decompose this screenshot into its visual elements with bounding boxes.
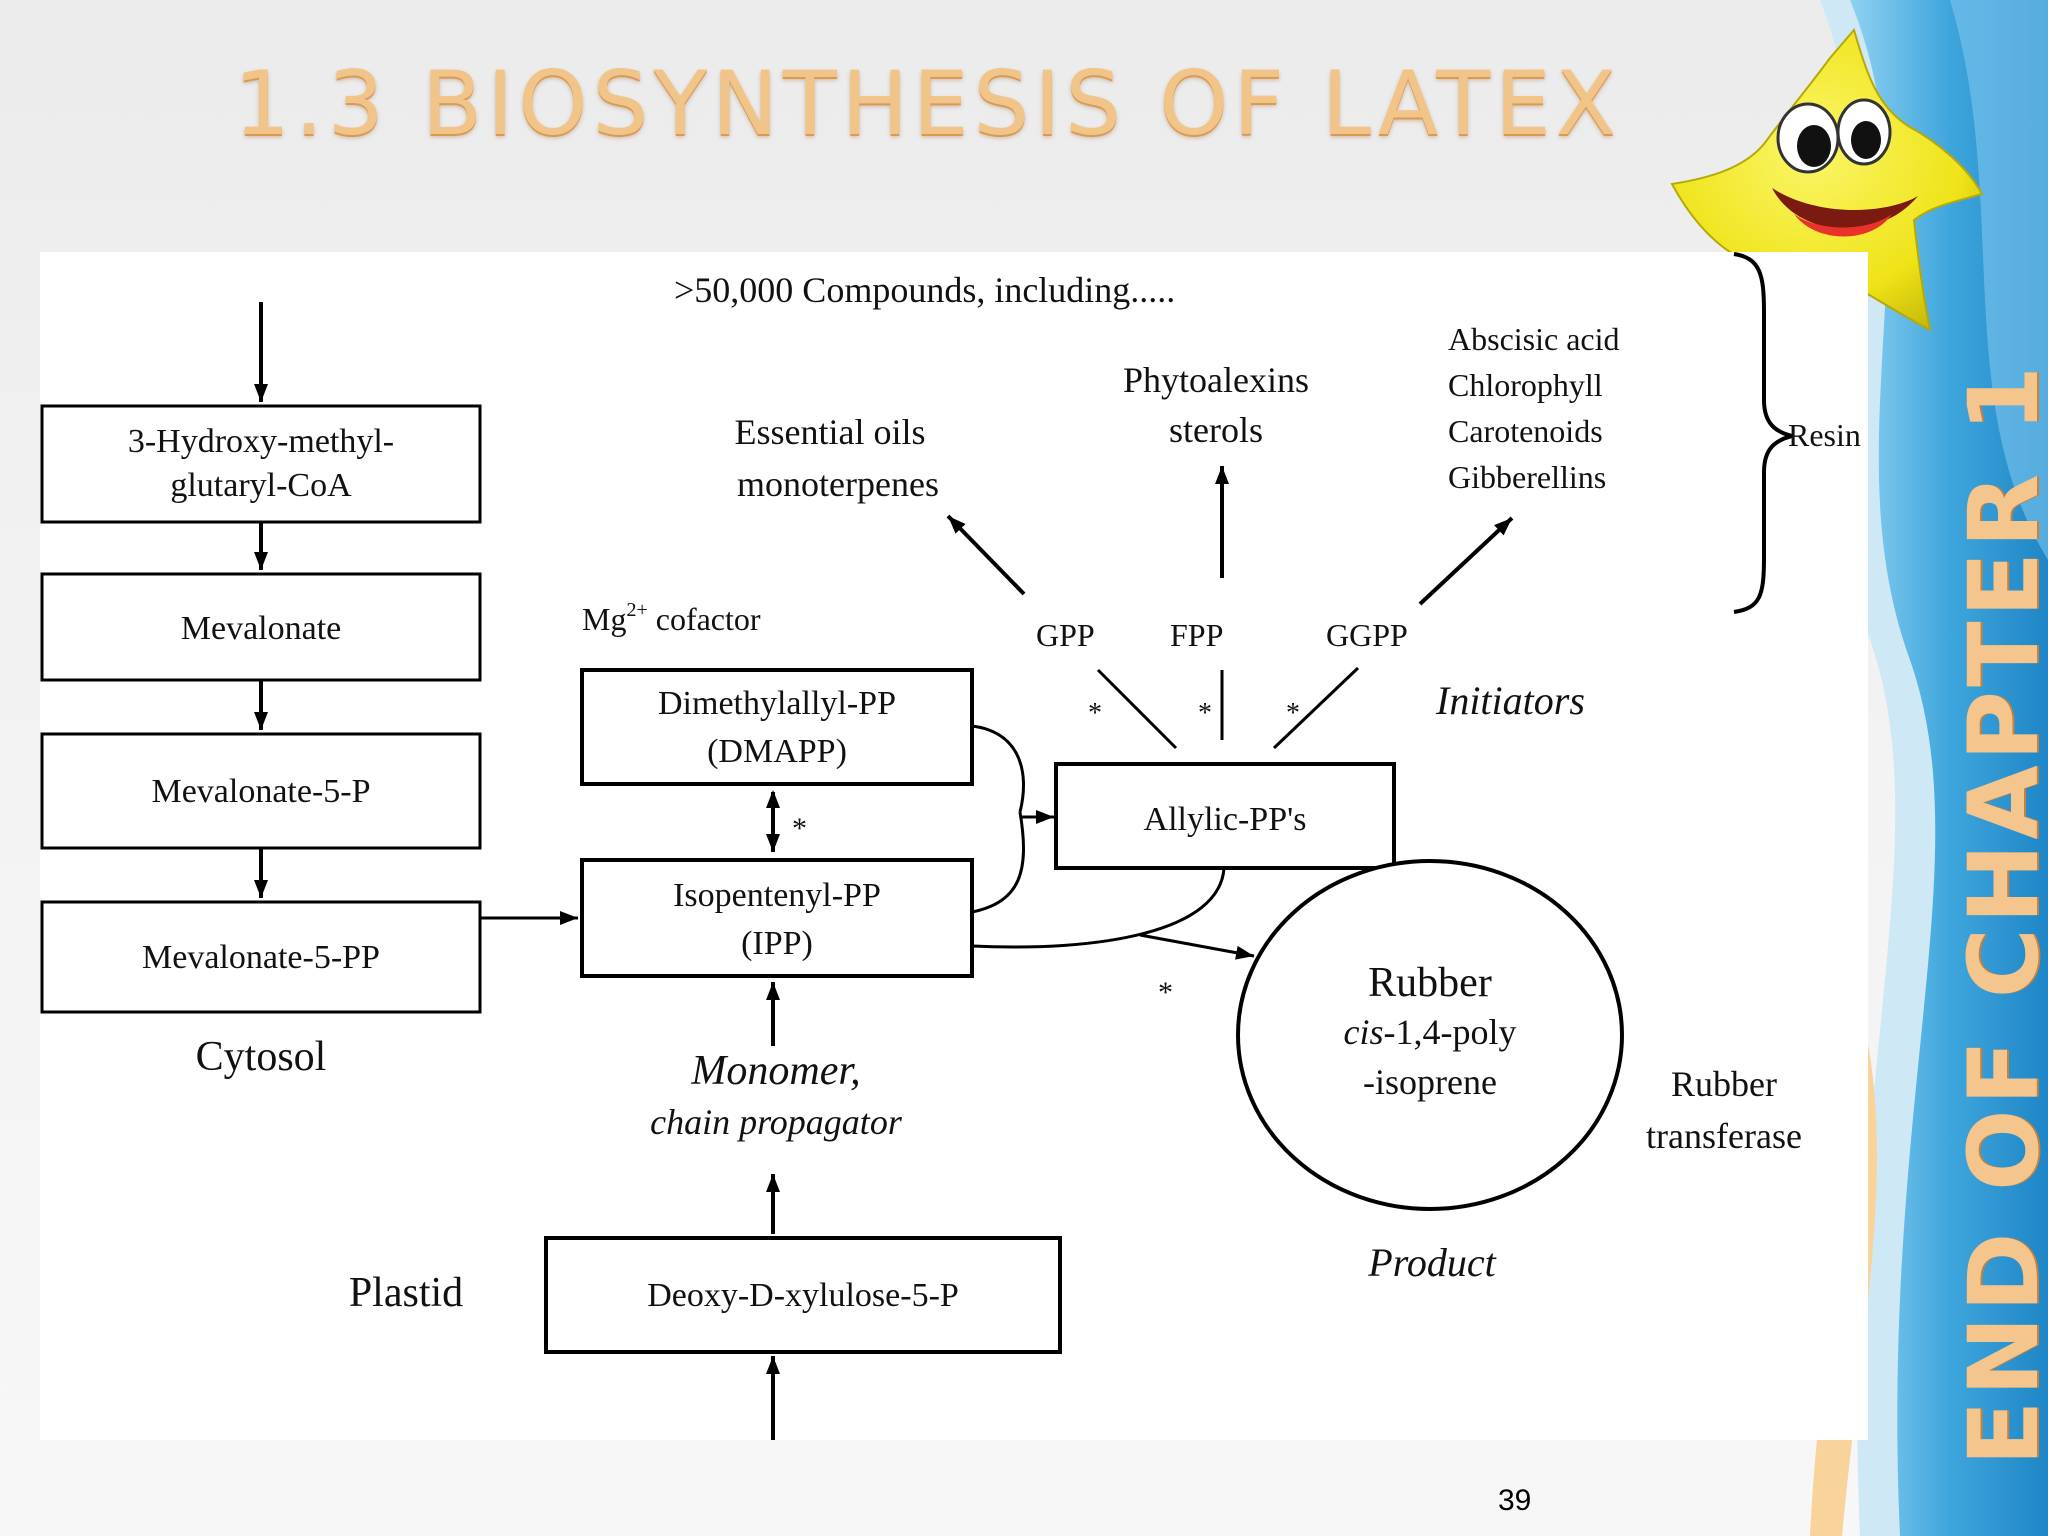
arrow-to-rubber xyxy=(1139,933,1255,960)
curve-ipp-allylic-to-rubber xyxy=(971,867,1226,949)
box-mevalonate-5-p-label: Mevalonate-5-P xyxy=(151,773,370,810)
mg-superscript: 2+ xyxy=(626,599,647,621)
asterisk-isomerase: * xyxy=(792,812,807,845)
box-dmapp-line2: (DMAPP) xyxy=(707,733,847,770)
decorative-wave-band xyxy=(1810,0,2048,1536)
page-number: 39 xyxy=(1498,1484,1532,1517)
box-allylic-pps-label: Allylic-PP's xyxy=(1144,801,1307,838)
asterisk-fpp: * xyxy=(1198,698,1212,729)
mg-prefix: Mg xyxy=(582,601,626,637)
label-fpp: FPP xyxy=(1170,617,1223,653)
rubber-product-circle: Rubber cis-1,4-poly -isoprene xyxy=(1236,859,1624,1211)
label-abscisic-acid: Abscisic acid xyxy=(1448,321,1620,357)
chapter-end-label: END OF CHAPTER 1 xyxy=(1948,362,2048,1466)
label-essential-oils-2: monoterpenes xyxy=(737,464,939,504)
box-hmg-coa: 3-Hydroxy-methyl- glutaryl-CoA xyxy=(40,404,482,524)
label-mg-cofactor: Mg2+ cofactor xyxy=(582,599,761,637)
rubber-line3: -isoprene xyxy=(1363,1062,1497,1102)
rubber-title: Rubber xyxy=(1368,960,1492,1006)
arrow-gpp-to-essential-oils xyxy=(946,514,1026,596)
label-carotenoids: Carotenoids xyxy=(1448,413,1603,449)
asterisk-ggpp: * xyxy=(1286,698,1300,729)
line-allylic-to-ggpp xyxy=(1272,666,1360,750)
box-deoxy-xylulose-label: Deoxy-D-xylulose-5-P xyxy=(647,1277,959,1314)
box-mevalonate-5-pp: Mevalonate-5-PP xyxy=(40,900,482,1014)
box-deoxy-xylulose: Deoxy-D-xylulose-5-P xyxy=(544,1236,1062,1354)
label-resin: Resin xyxy=(1788,417,1861,453)
compounds-header: >50,000 Compounds, including..... xyxy=(674,270,1175,310)
label-phytoalexins-1: Phytoalexins xyxy=(1123,360,1309,400)
box-hmg-coa-line2: glutaryl-CoA xyxy=(170,467,352,504)
mg-suffix: cofactor xyxy=(648,601,761,637)
asterisk-gpp: * xyxy=(1088,698,1102,729)
asterisk-rubber-transferase: * xyxy=(1158,976,1173,1009)
label-gibberellins: Gibberellins xyxy=(1448,459,1606,495)
box-hmg-coa-line1: 3-Hydroxy-methyl- xyxy=(128,423,394,460)
box-dmapp: Dimethylallyl-PP (DMAPP) xyxy=(580,668,974,786)
resin-brace xyxy=(1733,252,1793,614)
label-rubber-transferase-2: transferase xyxy=(1646,1116,1802,1156)
box-dmapp-line1: Dimethylallyl-PP xyxy=(658,685,896,722)
label-monomer: Monomer, xyxy=(690,1048,860,1094)
curve-dmapp-to-allylic xyxy=(971,724,1025,813)
label-initiators: Initiators xyxy=(1435,678,1585,723)
box-mevalonate-label: Mevalonate xyxy=(181,610,342,647)
latex-biosynthesis-diagram: >50,000 Compounds, including..... 3-Hydr… xyxy=(40,252,1868,1440)
box-ipp: Isopentenyl-PP (IPP) xyxy=(580,858,974,978)
label-plastid: Plastid xyxy=(349,1270,463,1316)
box-allylic-pps: Allylic-PP's xyxy=(1054,762,1396,870)
box-mevalonate-5-p: Mevalonate-5-P xyxy=(40,732,482,850)
arrow-ggpp-to-abscisic xyxy=(1418,516,1514,606)
curve-ipp-to-allylic xyxy=(971,811,1025,914)
rubber-poly: -1,4-poly xyxy=(1384,1012,1517,1052)
slide-title: 1.3 BIOSYNTHESIS OF LATEX xyxy=(234,52,1622,155)
box-ipp-line2: (IPP) xyxy=(741,925,813,962)
label-essential-oils-1: Essential oils xyxy=(735,412,926,452)
box-mevalonate: Mevalonate xyxy=(40,572,482,682)
box-mevalonate-5-pp-label: Mevalonate-5-PP xyxy=(142,939,380,976)
label-gpp: GPP xyxy=(1036,617,1095,653)
rubber-line2: cis-1,4-poly xyxy=(1344,1012,1517,1052)
rubber-cis: cis xyxy=(1344,1012,1384,1052)
label-product: Product xyxy=(1367,1240,1496,1285)
label-cytosol: Cytosol xyxy=(196,1034,327,1080)
label-phytoalexins-2: sterols xyxy=(1169,410,1263,450)
box-ipp-line1: Isopentenyl-PP xyxy=(673,877,881,914)
label-ggpp: GGPP xyxy=(1326,617,1408,653)
line-allylic-to-gpp xyxy=(1096,668,1178,750)
label-rubber-transferase-1: Rubber xyxy=(1671,1064,1777,1104)
label-chain-propagator: chain propagator xyxy=(650,1102,903,1142)
label-chlorophyll: Chlorophyll xyxy=(1448,367,1603,403)
